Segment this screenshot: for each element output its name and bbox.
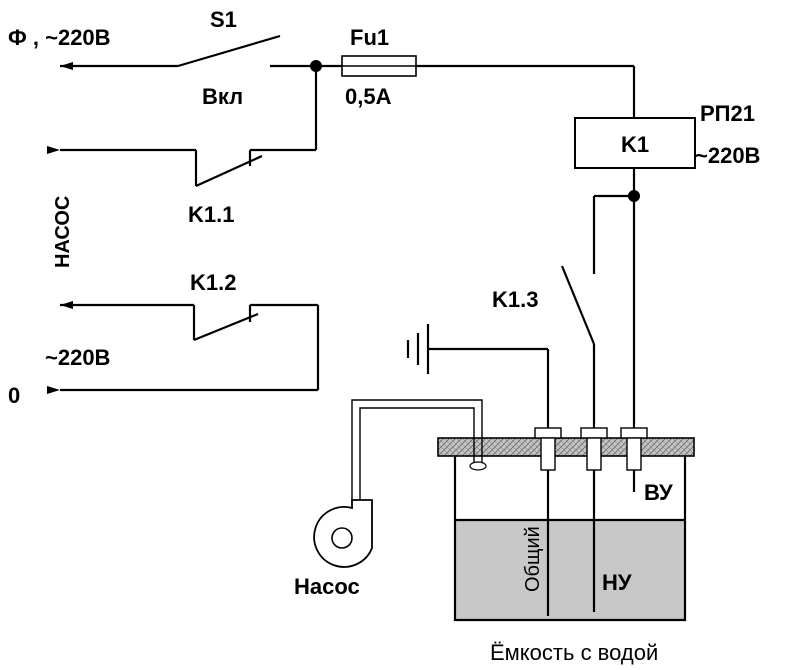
contact-k12-label: K1.2 <box>190 270 236 295</box>
pump-side-label: НАСОС <box>52 196 74 268</box>
k11-contact-line <box>47 66 318 188</box>
relay-k1: K1 <box>574 117 696 169</box>
upper-level-label: ВУ <box>644 480 673 505</box>
k13-contact-line <box>560 194 636 428</box>
pump-label: Насос <box>294 574 360 599</box>
fuse-rating-label: 0,5А <box>345 84 392 109</box>
contact-k11-label: K1.1 <box>188 202 234 227</box>
phase-label: Ф , ~220В <box>8 25 111 50</box>
tank-label: Ёмкость с водой <box>490 640 658 665</box>
electrode-lower-level <box>580 427 608 612</box>
zero-label: 0 <box>8 383 20 408</box>
pump-pipe <box>351 399 487 502</box>
ground-icon <box>406 324 550 428</box>
tank-lid <box>437 437 695 457</box>
fuse-fu1-label: Fu1 <box>350 25 389 50</box>
pump-icon <box>313 499 373 568</box>
relay-model-label: РП21 <box>700 101 755 126</box>
electrode-upper-level <box>620 427 648 492</box>
switch-s1-label: S1 <box>210 7 237 32</box>
relay-voltage-label: ~220В <box>695 143 760 168</box>
lower-level-label: НУ <box>602 570 632 595</box>
fuse-fu1 <box>341 55 417 77</box>
electrode-common <box>534 427 562 616</box>
phase-line <box>60 34 636 118</box>
supply-voltage-label: ~220В <box>45 345 110 370</box>
relay-k1-label: K1 <box>621 132 649 157</box>
contact-k13-label: K1.3 <box>492 287 538 312</box>
switch-on-label: Вкл <box>202 84 243 109</box>
common-electrode-label: Общий <box>522 526 544 592</box>
k12-contact-line <box>47 301 320 394</box>
